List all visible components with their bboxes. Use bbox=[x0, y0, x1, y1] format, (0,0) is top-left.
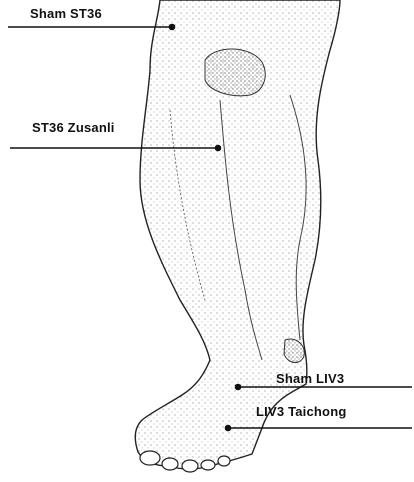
label-liv3: LIV3 Taichong bbox=[256, 404, 346, 419]
knee-cap bbox=[205, 49, 265, 96]
marker-liv3 bbox=[226, 426, 231, 431]
label-sham-st36: Sham ST36 bbox=[30, 6, 102, 21]
marker-sham-st36 bbox=[170, 25, 175, 30]
label-st36: ST36 Zusanli bbox=[32, 120, 115, 135]
label-sham-liv3: Sham LIV3 bbox=[276, 371, 344, 386]
marker-sham-liv3 bbox=[236, 385, 241, 390]
marker-st36 bbox=[216, 146, 221, 151]
